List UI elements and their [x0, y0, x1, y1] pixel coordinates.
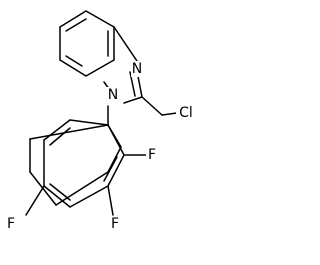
bond-n3-c2-double: [129, 71, 136, 97]
bond-c3-f: [107, 185, 114, 216]
ar-double-1: [49, 127, 71, 146]
fluorine-bonds: [25, 154, 147, 216]
ar-bond-d: [69, 185, 109, 208]
bond-c5-c6: [85, 10, 115, 28]
ar-bond-b: [107, 124, 125, 156]
atom-n1: N: [108, 87, 118, 103]
atom-cl: Cl: [179, 105, 193, 121]
benzimidazole-benzene-ring: [59, 10, 115, 77]
bond-ar2-ar3: [107, 146, 122, 173]
atom-f-para: F: [7, 216, 15, 232]
atom-f-meta: F: [111, 216, 119, 232]
trifluorophenyl-ring-detail: [43, 119, 125, 208]
bond-c2-ch2: [141, 96, 163, 116]
atom-labels: N N Cl F F F: [5, 61, 196, 232]
bond-c4-f: [25, 185, 45, 216]
bond-c2-n1: [123, 96, 143, 104]
ar-bond-a: [69, 119, 109, 126]
atom-n3: N: [132, 61, 142, 77]
bond-c3a-n3: [113, 26, 138, 62]
atom-f-ortho: F: [148, 147, 156, 163]
ar-bond-e: [43, 185, 71, 208]
bond-c4-c5: [59, 10, 87, 28]
chloromethyl-group: [141, 96, 178, 116]
bond-c7a-c7: [59, 59, 87, 77]
ar-bond-c: [107, 154, 125, 187]
bond-c6a-c7a: [85, 59, 115, 77]
ar-double-2: [103, 156, 118, 182]
structure-diagram: N N Cl F F F: [5, 10, 196, 232]
double-bond-inner-3: [65, 55, 83, 67]
ar-double-3: [49, 183, 71, 201]
bond-ar6-ar1: [29, 124, 109, 140]
bond-ch2-cl: [161, 112, 178, 116]
double-bond-inner-1: [65, 18, 87, 32]
bond-ar3-ar4: [55, 171, 109, 206]
ar-bond-g: [43, 119, 71, 141]
